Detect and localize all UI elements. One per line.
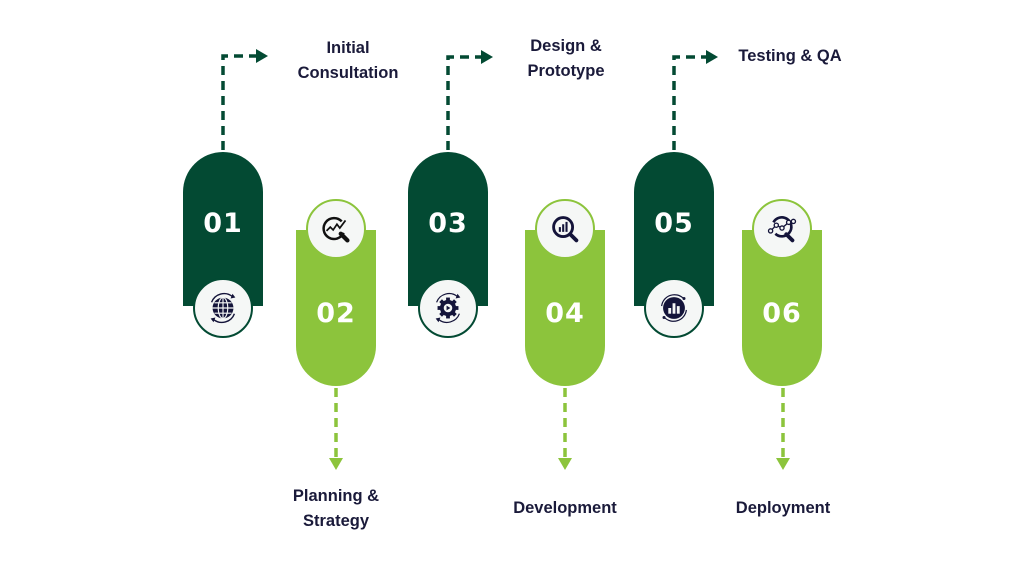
step-2-label: Planning & Strategy [276,484,396,534]
connector-step-3 [446,55,483,150]
data-points-magnifier-icon [767,215,797,243]
step-3-label-line-2: Prototype [527,62,605,80]
step-1-icon-badge [193,278,253,338]
step-2-icon-badge [306,199,366,259]
arrow-step-6 [776,458,790,470]
bar-chart-circle-icon [661,294,687,322]
step-4-number: 04 [545,298,585,329]
step-2-label-line-2: Strategy [302,512,370,530]
step-3-number: 03 [428,208,468,239]
step-6-number: 06 [762,298,802,329]
arrow-step-4 [558,458,572,470]
step-5-label: Testing & QA [730,44,850,69]
step-4-icon-badge [535,199,595,259]
step-5-icon-badge [644,278,704,338]
step-2-label-line-1: Planning & [292,487,380,505]
arrow-step-2 [329,458,343,470]
globe-sync-icon [210,292,236,324]
step-5-number: 05 [654,208,694,239]
gear-play-icon [435,292,461,324]
step-5-label-line-1: Testing & QA [738,47,842,65]
step-6-label-line-1: Deployment [735,499,831,517]
step-2-pill: 02 [296,230,376,386]
step-4-label: Development [505,496,625,521]
step-1-number: 01 [203,208,243,239]
arrow-step-1 [256,49,268,63]
step-6-icon-badge [752,199,812,259]
step-3-label: Design & Prototype [506,34,626,84]
chart-magnifier-icon [322,216,350,243]
step-6-label: Deployment [723,496,843,521]
step-1-pill: 01 [183,152,263,306]
step-3-label-line-1: Design & [530,37,602,55]
arrow-step-3 [481,50,493,64]
step-1-label-line-1: Initial [326,39,370,57]
step-2-number: 02 [316,298,356,329]
step-4-label-line-1: Development [513,499,617,517]
bar-chart-magnifier-icon [552,216,579,243]
connector-step-5 [672,55,708,150]
step-3-icon-badge [418,278,478,338]
connector-step-1 [221,54,258,150]
step-1-label: Initial Consultation [288,36,408,86]
arrow-step-5 [706,50,718,64]
step-1-label-line-2: Consultation [297,64,399,82]
